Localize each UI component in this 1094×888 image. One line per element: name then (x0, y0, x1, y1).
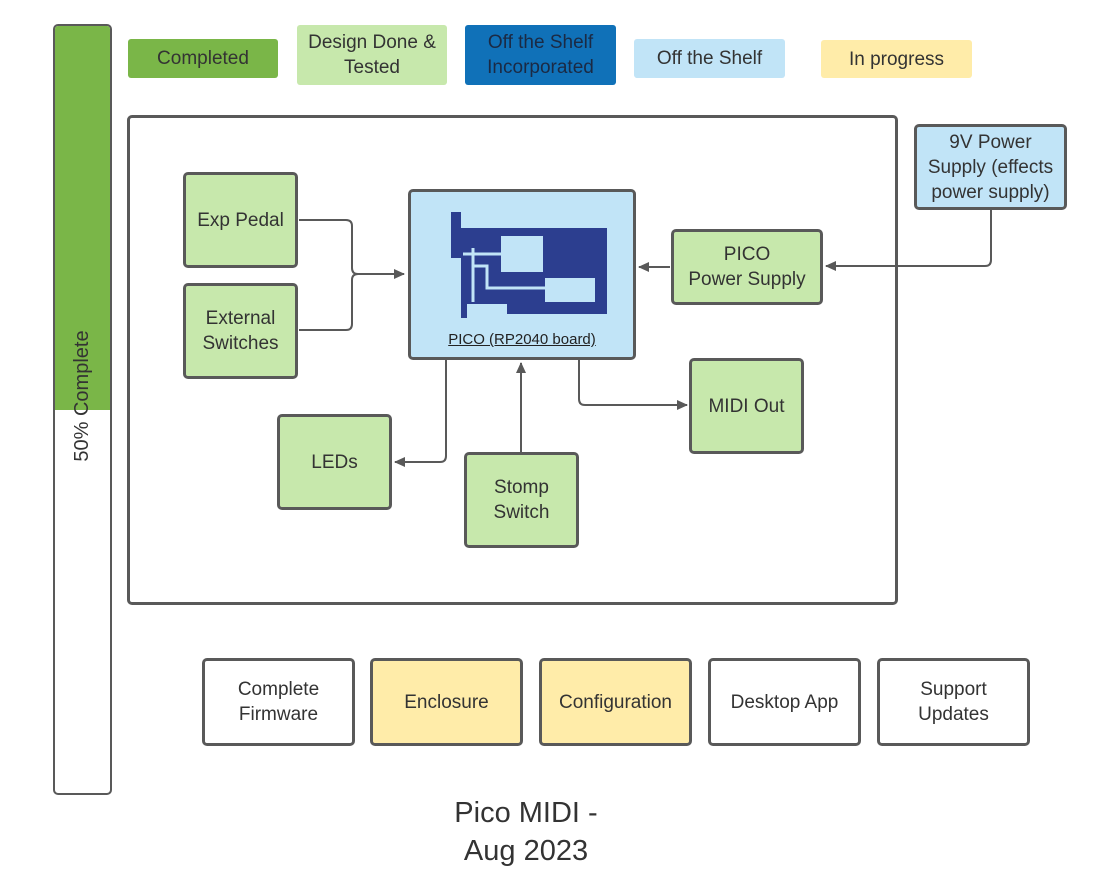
milestone-support-updates: Support Updates (877, 658, 1030, 746)
legend-completed: Completed (128, 39, 278, 78)
component-9v-power-supply: 9V Power Supply (effects power supply) (914, 124, 1067, 210)
connector-9v-to-pico-power (825, 210, 992, 271)
milestone-desktop-app: Desktop App (708, 658, 861, 746)
component-stomp-switch-label: Stomp Switch (493, 477, 550, 523)
milestone-support-updates-label: Support Updates (918, 679, 989, 725)
component-9v-power-supply-label: 9V Power Supply (effects power supply) (927, 131, 1054, 203)
legend-off-shelf-incorporated-label: Off the Shelf Incorporated (487, 32, 594, 78)
component-pico-label: PICO (RP2040 board) (448, 331, 596, 348)
connector-pico-to-midi-out (578, 360, 688, 410)
milestone-enclosure-label: Enclosure (404, 691, 489, 713)
legend-off-shelf-incorporated: Off the Shelf Incorporated (465, 25, 616, 85)
legend-completed-label: Completed (157, 48, 249, 69)
component-leds: LEDs (277, 414, 392, 510)
legend-off-shelf-label: Off the Shelf (656, 48, 763, 69)
component-pico-power-supply: PICO Power Supply (671, 229, 823, 305)
legend-design-done-label: Design Done & Tested (308, 32, 436, 78)
component-external-switches-label: External Switches (202, 308, 279, 354)
component-pico-power-supply-label: PICO Power Supply (688, 244, 806, 290)
component-leds-label: LEDs (311, 451, 358, 473)
milestone-desktop-app-label: Desktop App (730, 691, 839, 713)
component-midi-out-label: MIDI Out (708, 395, 785, 417)
system-diagram-frame (127, 115, 898, 605)
legend-design-done: Design Done & Tested (297, 25, 447, 85)
legend-off-shelf: Off the Shelf (634, 39, 785, 78)
progress-bar (53, 24, 112, 795)
milestone-configuration: Configuration (539, 658, 692, 746)
milestone-enclosure: Enclosure (370, 658, 523, 746)
component-pico-board: PICO (RP2040 board) (408, 189, 636, 360)
milestone-complete-firmware-label: Complete Firmware (237, 679, 320, 725)
component-external-switches: External Switches (183, 283, 298, 379)
circuit-board-icon (451, 212, 607, 318)
component-exp-pedal: Exp Pedal (183, 172, 298, 268)
connector-external-switches-to-pico (299, 273, 359, 331)
component-stomp-switch: Stomp Switch (464, 452, 579, 548)
component-exp-pedal-label: Exp Pedal (197, 209, 284, 231)
legend-in-progress: In progress (821, 40, 972, 78)
component-midi-out: MIDI Out (689, 358, 804, 454)
legend-in-progress-label: In progress (848, 48, 945, 70)
connector-pico-to-leds (394, 360, 447, 467)
diagram-title: Pico MIDI - Aug 2023 (454, 797, 598, 867)
milestone-complete-firmware: Complete Firmware (202, 658, 355, 746)
milestone-configuration-label: Configuration (558, 691, 673, 713)
connector-exp-pedal-to-pico (299, 219, 405, 279)
progress-fill (55, 26, 110, 410)
